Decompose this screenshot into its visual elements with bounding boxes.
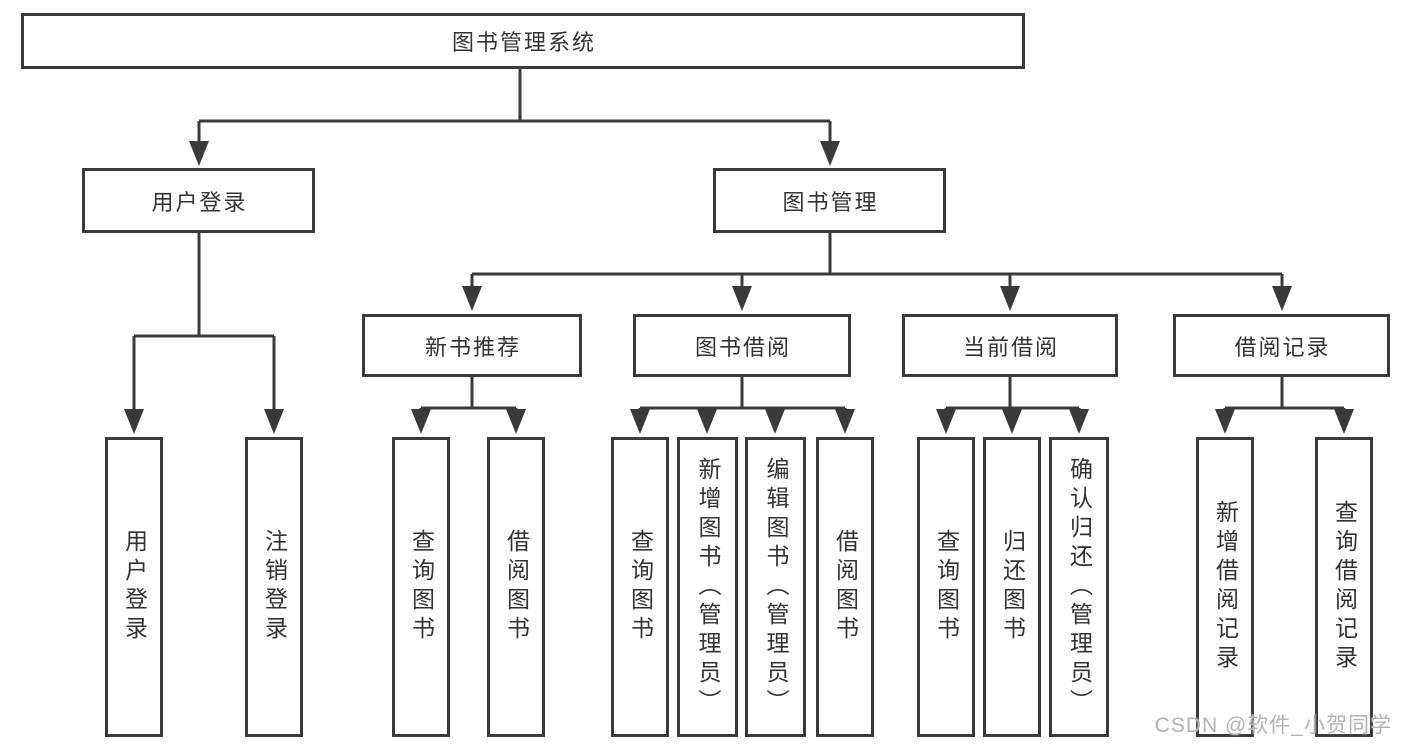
connector-line bbox=[944, 377, 1081, 414]
node-label: 查询图书 bbox=[933, 529, 960, 645]
connector-current-borrowing-to-leaves bbox=[936, 377, 1089, 434]
leaf-borrow-books-recommend: 借阅图书 bbox=[487, 437, 545, 737]
arrowhead bbox=[462, 286, 482, 311]
node-label: 查询图书 bbox=[408, 529, 435, 645]
arrowhead bbox=[835, 409, 855, 434]
node-label: 当前借阅 bbox=[962, 334, 1059, 360]
arrowhead bbox=[264, 409, 284, 434]
leaf-query-books-recommend: 查询图书 bbox=[392, 437, 450, 737]
node-book-borrowing: 图书借阅 bbox=[633, 314, 851, 377]
arrowhead bbox=[1069, 409, 1089, 434]
connector-line bbox=[197, 69, 832, 146]
leaf-query-books-current: 查询图书 bbox=[917, 437, 975, 737]
leaf-logout: 注销登录 bbox=[245, 437, 303, 737]
node-label: 新增借阅记录 bbox=[1212, 500, 1239, 674]
node-label: 图书管理 bbox=[782, 189, 879, 215]
arrowhead bbox=[697, 409, 717, 434]
node-label: 借阅图书 bbox=[832, 529, 859, 645]
leaf-user-login: 用户登录 bbox=[105, 437, 163, 737]
node-borrowing-records: 借阅记录 bbox=[1173, 314, 1390, 377]
arrowhead bbox=[1215, 409, 1235, 434]
node-book-management: 图书管理 bbox=[713, 168, 946, 233]
node-label: 归还图书 bbox=[999, 529, 1026, 645]
arrowhead bbox=[820, 141, 840, 166]
connector-line bbox=[132, 233, 276, 414]
leaf-confirm-return-admin: 确认归还（管理员） bbox=[1049, 437, 1109, 737]
connector-book-borrowing-to-leaves bbox=[630, 377, 855, 434]
node-label: 查询借阅记录 bbox=[1331, 500, 1358, 674]
arrowhead bbox=[1002, 409, 1022, 434]
arrowhead bbox=[630, 409, 650, 434]
node-label: 用户登录 bbox=[121, 529, 148, 645]
connector-line bbox=[419, 377, 518, 414]
leaf-borrow-books-borrowing: 借阅图书 bbox=[816, 437, 874, 737]
node-label: 查询图书 bbox=[627, 529, 654, 645]
node-label: 确认归还（管理员） bbox=[1066, 456, 1093, 718]
node-root-library-system: 图书管理系统 bbox=[21, 13, 1025, 69]
watermark: CSDN @软件_小贺同学 bbox=[1154, 714, 1392, 737]
connector-user-login-to-leaves bbox=[124, 233, 284, 434]
node-label: 图书管理系统 bbox=[451, 30, 596, 55]
connector-line bbox=[638, 377, 847, 414]
arrowhead bbox=[124, 409, 144, 434]
arrowhead bbox=[189, 141, 209, 166]
leaf-query-borrow-record: 查询借阅记录 bbox=[1315, 437, 1373, 737]
leaf-add-borrow-record: 新增借阅记录 bbox=[1196, 437, 1254, 737]
connector-book-management-to-level3 bbox=[462, 233, 1292, 311]
leaf-edit-book-admin: 编辑图书（管理员） bbox=[745, 437, 806, 737]
node-label: 新书推荐 bbox=[424, 334, 521, 360]
leaf-add-book-admin: 新增图书（管理员） bbox=[677, 437, 738, 737]
leaf-return-book: 归还图书 bbox=[983, 437, 1041, 737]
arrowhead bbox=[411, 409, 431, 434]
connector-borrowing-records-to-leaves bbox=[1215, 377, 1354, 434]
node-label: 借阅记录 bbox=[1234, 334, 1331, 360]
connector-line bbox=[470, 233, 1284, 291]
node-label: 新增图书（管理员） bbox=[695, 456, 721, 718]
node-label: 图书借阅 bbox=[694, 334, 791, 360]
arrowhead bbox=[765, 409, 785, 434]
node-user-login: 用户登录 bbox=[82, 168, 315, 233]
arrowhead bbox=[936, 409, 956, 434]
arrowhead bbox=[506, 409, 526, 434]
node-label: 借阅图书 bbox=[503, 529, 530, 645]
leaf-query-books-borrowing: 查询图书 bbox=[611, 437, 669, 737]
node-label: 用户登录 bbox=[151, 189, 248, 215]
connector-root-to-level2 bbox=[189, 69, 840, 166]
node-current-borrowing: 当前借阅 bbox=[902, 314, 1118, 377]
node-label: 编辑图书（管理员） bbox=[763, 456, 789, 718]
connector-line bbox=[1223, 377, 1346, 414]
node-new-book-recommend: 新书推荐 bbox=[362, 314, 582, 377]
node-label: 注销登录 bbox=[261, 529, 288, 645]
arrowhead bbox=[732, 286, 752, 311]
arrowhead bbox=[1272, 286, 1292, 311]
arrowhead bbox=[1000, 286, 1020, 311]
connector-new-book-recommend-to-leaves bbox=[411, 377, 526, 434]
arrowhead bbox=[1334, 409, 1354, 434]
